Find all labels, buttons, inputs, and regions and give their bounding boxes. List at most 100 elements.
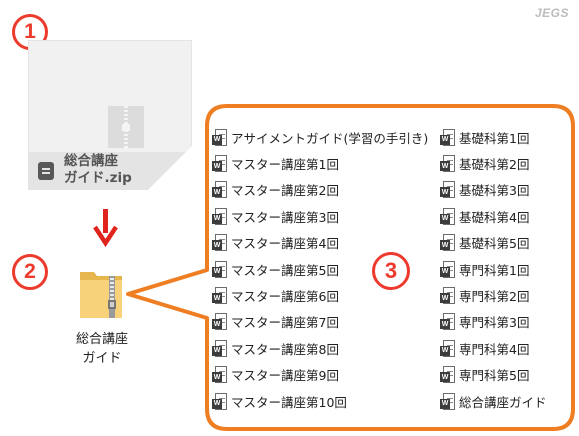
word-document-icon: W <box>440 392 455 410</box>
file-item[interactable]: W マスター講座第10回 <box>212 388 428 414</box>
file-item[interactable]: W 専門科第1回 <box>440 256 547 282</box>
file-name: 専門科第4回 <box>459 341 530 357</box>
step-number-2: 2 <box>12 254 48 290</box>
zip-file-tile[interactable]: 総合講座 ガイド.zip <box>28 40 192 190</box>
word-document-icon: W <box>440 207 455 225</box>
file-item[interactable]: W 専門科第4回 <box>440 335 547 361</box>
zip-file-name-line2: ガイド.zip <box>64 170 132 186</box>
file-name: 専門科第5回 <box>459 368 530 384</box>
file-item[interactable]: W 基礎科第4回 <box>440 203 547 229</box>
word-document-icon: W <box>440 366 455 384</box>
zip-folder-icon[interactable] <box>76 266 126 322</box>
file-name: マスター講座第5回 <box>231 262 339 278</box>
word-badge: W <box>440 213 450 224</box>
file-name: マスター講座第9回 <box>231 368 339 384</box>
file-name: 総合講座ガイド <box>459 394 547 410</box>
word-badge: W <box>440 319 450 330</box>
word-badge: W <box>440 134 450 145</box>
file-item[interactable]: W マスター講座第5回 <box>212 256 428 282</box>
word-document-icon: W <box>440 287 455 305</box>
file-name: マスター講座第7回 <box>231 315 339 331</box>
file-item[interactable]: W マスター講座第2回 <box>212 177 428 203</box>
word-document-icon: W <box>212 128 227 146</box>
file-name: マスター講座第4回 <box>231 236 339 252</box>
word-document-icon: W <box>212 207 227 225</box>
word-document-icon: W <box>212 392 227 410</box>
file-name: マスター講座第2回 <box>231 183 339 199</box>
word-badge: W <box>440 372 450 383</box>
file-item[interactable]: W マスター講座第4回 <box>212 230 428 256</box>
word-document-icon: W <box>440 155 455 173</box>
file-item[interactable]: W 専門科第2回 <box>440 282 547 308</box>
zip-file-name: 総合講座 ガイド.zip <box>64 153 174 187</box>
word-badge: W <box>440 266 450 277</box>
word-document-icon: W <box>440 339 455 357</box>
folder-name-line2: ガイド <box>82 351 122 366</box>
file-item[interactable]: W マスター講座第1回 <box>212 150 428 176</box>
word-badge: W <box>212 345 222 356</box>
word-badge: W <box>440 293 450 304</box>
word-document-icon: W <box>440 260 455 278</box>
word-document-icon: W <box>212 155 227 173</box>
file-name: 専門科第3回 <box>459 315 530 331</box>
word-badge: W <box>440 187 450 198</box>
file-item[interactable]: W 専門科第3回 <box>440 309 547 335</box>
file-item[interactable]: W 基礎科第1回 <box>440 124 547 150</box>
down-arrow-icon <box>93 209 118 247</box>
word-badge: W <box>212 266 222 277</box>
file-name: 基礎科第2回 <box>459 157 530 173</box>
file-name: アサイメントガイド(学習の手引き) <box>231 130 429 146</box>
word-document-icon: W <box>440 128 455 146</box>
file-item[interactable]: W 基礎科第3回 <box>440 177 547 203</box>
file-item[interactable]: W マスター講座第6回 <box>212 282 428 308</box>
word-document-icon: W <box>212 313 227 331</box>
file-name: 基礎科第3回 <box>459 183 530 199</box>
word-document-icon: W <box>212 234 227 252</box>
file-name: 基礎科第4回 <box>459 209 530 225</box>
word-badge: W <box>440 240 450 251</box>
word-badge: W <box>212 398 222 409</box>
step-number-3: 3 <box>372 252 410 290</box>
file-name: マスター講座第8回 <box>231 341 339 357</box>
word-badge: W <box>440 345 450 356</box>
file-item[interactable]: W 専門科第5回 <box>440 362 547 388</box>
word-badge: W <box>212 293 222 304</box>
word-badge: W <box>212 134 222 145</box>
file-item[interactable]: W マスター講座第9回 <box>212 362 428 388</box>
file-name: 基礎科第1回 <box>459 130 530 146</box>
word-badge: W <box>212 161 222 172</box>
word-badge: W <box>440 161 450 172</box>
word-document-icon: W <box>440 181 455 199</box>
word-document-icon: W <box>440 234 455 252</box>
word-badge: W <box>212 187 222 198</box>
file-name: 専門科第1回 <box>459 262 530 278</box>
zip-file-icon <box>108 106 144 148</box>
folder-name-line1: 総合講座 <box>75 332 128 347</box>
word-document-icon: W <box>212 339 227 357</box>
file-item[interactable]: W アサイメントガイド(学習の手引き) <box>212 124 428 150</box>
file-item[interactable]: W 基礎科第2回 <box>440 150 547 176</box>
word-badge: W <box>212 240 222 251</box>
archive-icon <box>38 162 54 180</box>
zip-file-label-band: 総合講座 ガイド.zip <box>28 152 192 190</box>
file-name: マスター講座第10回 <box>231 394 347 410</box>
file-name: マスター講座第6回 <box>231 289 339 305</box>
watermark: JEGS <box>534 6 569 20</box>
file-item[interactable]: W マスター講座第8回 <box>212 335 428 361</box>
word-badge: W <box>212 372 222 383</box>
word-document-icon: W <box>440 313 455 331</box>
word-badge: W <box>212 213 222 224</box>
word-document-icon: W <box>212 260 227 278</box>
word-badge: W <box>440 398 450 409</box>
file-name: マスター講座第1回 <box>231 157 339 173</box>
file-item[interactable]: W 総合講座ガイド <box>440 388 547 414</box>
folder-name: 総合講座 ガイド <box>54 330 150 368</box>
zip-file-name-line1: 総合講座 <box>64 153 118 169</box>
file-name: 専門科第2回 <box>459 289 530 305</box>
word-document-icon: W <box>212 287 227 305</box>
